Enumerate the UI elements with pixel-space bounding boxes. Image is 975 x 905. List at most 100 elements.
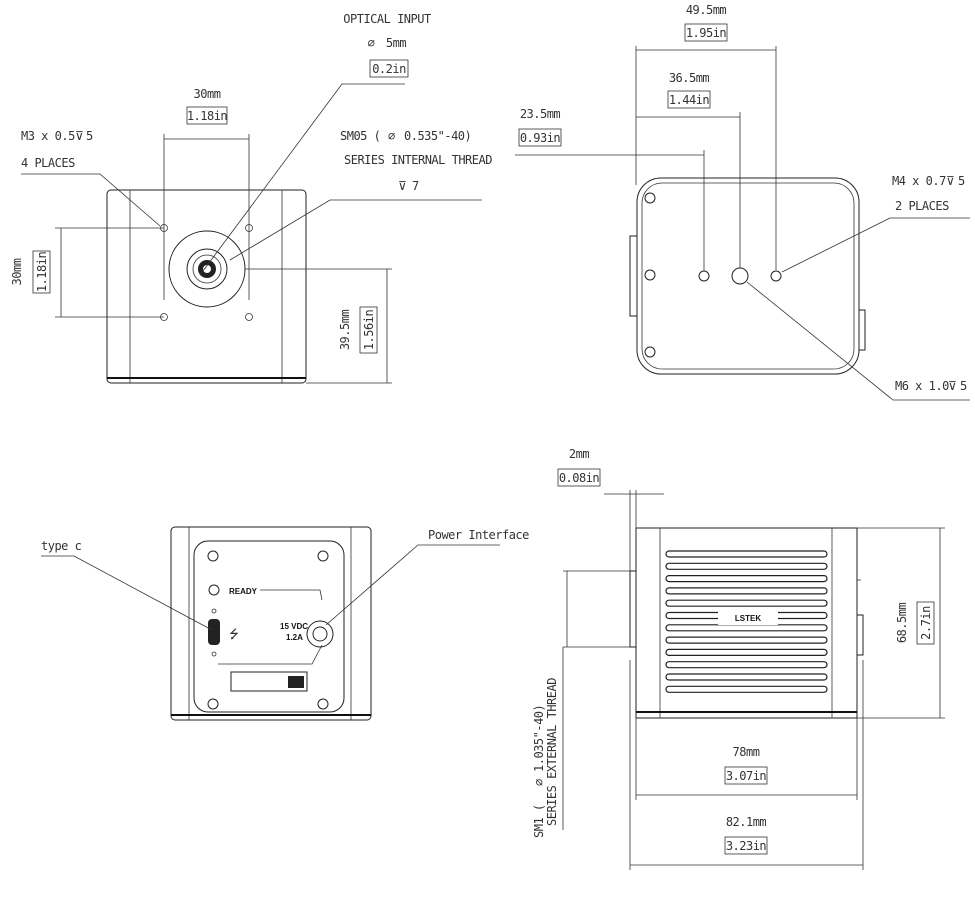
- rear-screw-1: [644, 192, 656, 204]
- optical-input-title: OPTICAL INPUT: [343, 12, 431, 26]
- dim-2-inch-box: [557, 468, 601, 487]
- type-c-leader: [41, 555, 213, 631]
- m4-places: 2 PLACES: [895, 199, 949, 213]
- sm1-line1: SM1 (: [532, 804, 546, 838]
- dim-23-mm: 23.5mm: [520, 107, 561, 121]
- m4-hole-left: [698, 270, 710, 282]
- back-plate: [193, 540, 345, 713]
- dim-23-inch: 0.93in: [520, 131, 561, 145]
- sm05-port-mid: [186, 248, 228, 290]
- optical-input-inch-box: [369, 59, 409, 78]
- dim-30h-inch: 1.18in: [187, 109, 228, 123]
- cooling-fin-slot: [665, 648, 828, 657]
- dim-49-inch: 1.95in: [686, 26, 727, 40]
- usb-icon: ⭍: [229, 627, 239, 641]
- side-power-boss: [856, 614, 864, 656]
- sm05-dia-symbol: ⌀: [388, 129, 395, 143]
- dim-2-inch: 0.08in: [559, 471, 600, 485]
- back-housing: [170, 526, 372, 721]
- cooling-fin-slot: [665, 550, 828, 558]
- dim-82-inch-box: [724, 836, 768, 855]
- dim-30v-inch: 1.18in: [35, 252, 49, 293]
- optical-input-inch: 0.2in: [372, 62, 406, 76]
- brand-label: LSTEK: [735, 614, 761, 623]
- label-window-insert: [288, 676, 304, 688]
- usb-indicator-top: [211, 608, 217, 614]
- m3-depth-symbol: ⊽: [75, 129, 83, 143]
- cooling-fin-slot: [665, 599, 828, 607]
- rear-lens-lip: [629, 235, 638, 317]
- usb-border: [218, 644, 323, 665]
- rear-housing-inner: [641, 182, 855, 370]
- sm05-port-inner: [192, 254, 222, 284]
- cooling-fin-slot: [665, 587, 828, 595]
- dim-30h-mm: 30mm: [194, 87, 221, 101]
- type-c-label: type c: [41, 539, 82, 553]
- ready-led: [208, 584, 220, 596]
- optical-input-dia: 5mm: [386, 36, 406, 50]
- sm1-thread-lip: [629, 570, 637, 648]
- m6-depth-symbol: ⊽: [948, 379, 956, 393]
- ready-label: READY: [229, 587, 258, 596]
- sm05-line1b: 0.535"-40): [404, 129, 471, 143]
- back-panel-view: READY ⭍ 15 VDC 1.2A type c Power Interfa…: [41, 526, 530, 721]
- sm05-line1: SM05 (: [340, 129, 380, 143]
- m6-depth: 5: [960, 379, 967, 393]
- rear-screw-3: [644, 346, 656, 358]
- m3-places: 4 PLACES: [21, 156, 75, 170]
- dim-30h-inch-box: [186, 106, 228, 125]
- type-c-port: [208, 619, 220, 645]
- dim-39-inch: 1.56in: [362, 310, 376, 351]
- optical-input-center: [203, 265, 211, 273]
- dim-78-mm: 78mm: [733, 745, 760, 759]
- m4-thread: M4 x 0.7: [892, 174, 946, 188]
- ready-border: [260, 589, 323, 601]
- front-view: 30mm 1.18in 30mm 1.18in OPTICAL INPUT ⌀ …: [10, 12, 493, 384]
- sm1-dia-symbol: ⌀: [532, 779, 546, 786]
- sm05-line2: SERIES INTERNAL THREAD: [344, 153, 492, 167]
- label-window: [230, 671, 308, 692]
- m3-leader: [21, 173, 161, 227]
- back-screw-bl: [207, 698, 219, 710]
- dim-68-inch: 2.7in: [919, 606, 933, 640]
- power-interface-leader: [325, 544, 500, 626]
- cooling-fin-slot: [665, 624, 828, 632]
- back-screw-tl: [207, 550, 219, 562]
- rear-power-boss: [858, 309, 866, 351]
- cooling-fin-slot: [665, 673, 828, 681]
- dim-30v-mm: 30mm: [10, 258, 24, 285]
- sm05-depth-symbol: ⊽: [398, 179, 406, 193]
- side-view: LSTEK 2mm 0.08in SM1 ( ⌀ 1.035"-40) SERI…: [532, 447, 945, 870]
- dim-39-inch-box: [359, 306, 378, 354]
- dim-68-mm: 68.5mm: [895, 603, 909, 644]
- m6-thread: M6 x 1.0: [895, 379, 949, 393]
- sm1-line1b: 1.035"-40): [532, 705, 546, 772]
- m4-depth: 5: [958, 174, 965, 188]
- dim-39-mm: 39.5mm: [338, 310, 352, 351]
- brand-plate: [718, 611, 778, 625]
- cooling-fin-slot: [665, 574, 828, 583]
- sm1-line2: SERIES EXTERNAL THREAD: [545, 678, 559, 826]
- dim-30v-inch-box: [32, 250, 51, 294]
- optical-input-dia-symbol: ⌀: [368, 36, 375, 50]
- power-interface-label: Power Interface: [428, 528, 529, 542]
- m6-hole: [731, 267, 749, 285]
- m3-thread: M3 x 0.5: [21, 129, 75, 143]
- cooling-fin-slot: [665, 685, 828, 693]
- back-screw-br: [317, 698, 329, 710]
- power-jack-outer: [306, 620, 334, 648]
- rear-screw-2: [644, 269, 656, 281]
- m4-leader: [781, 217, 970, 273]
- m4-depth-symbol: ⊽: [946, 174, 954, 188]
- power-jack-inner: [312, 626, 328, 642]
- dim-82-inch: 3.23in: [726, 839, 767, 853]
- sm05-depth: 7: [412, 179, 419, 193]
- mount-hole-br: [245, 313, 253, 321]
- cooling-fin-slot: [665, 636, 828, 644]
- dim-49-mm: 49.5mm: [686, 3, 727, 17]
- back-screw-tr: [317, 550, 329, 562]
- dim-36-inch-box: [667, 90, 711, 109]
- dim-49-inch-box: [684, 23, 728, 42]
